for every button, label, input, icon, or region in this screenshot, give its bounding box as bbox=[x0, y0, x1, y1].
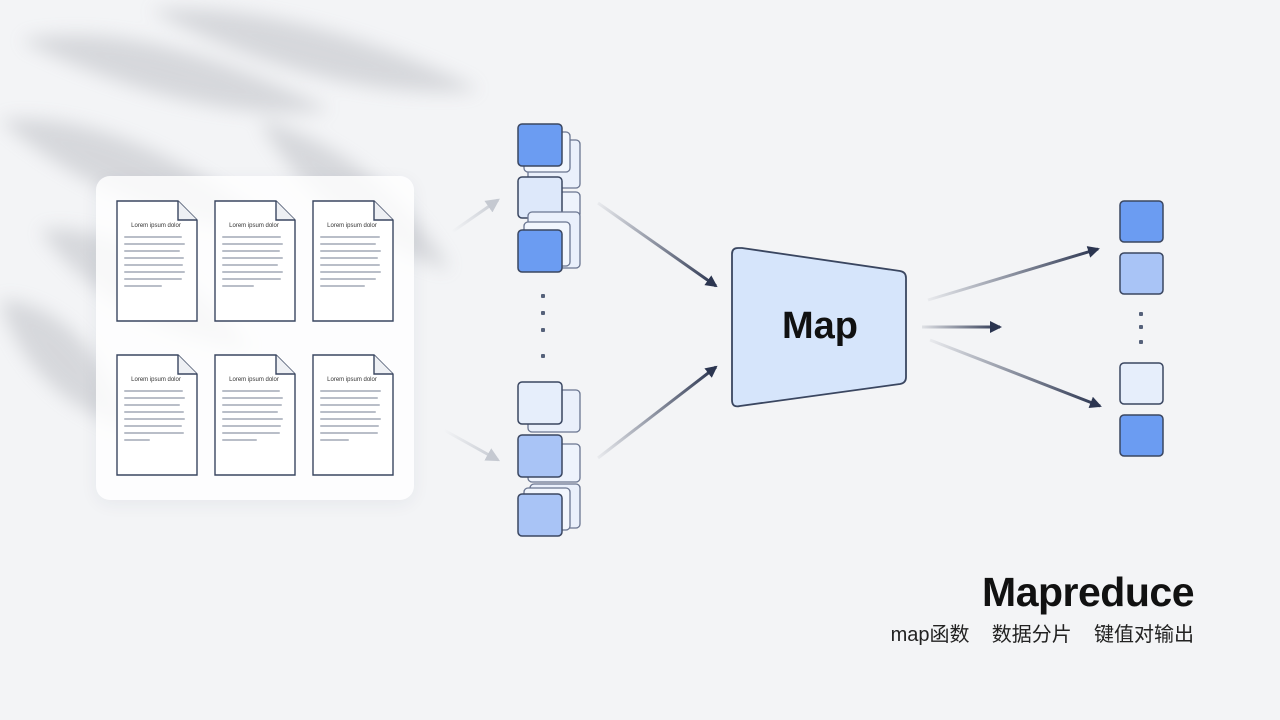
map-function-shape bbox=[731, 247, 907, 408]
document: Lorem ipsum dolor bbox=[116, 354, 198, 476]
split-arrow-top bbox=[451, 198, 500, 234]
data-block bbox=[517, 229, 563, 273]
output-block bbox=[1119, 200, 1164, 243]
arrow-to-map-bottom bbox=[597, 365, 718, 460]
document-heading: Lorem ipsum dolor bbox=[327, 377, 377, 383]
document: Lorem ipsum dolor bbox=[312, 354, 394, 476]
ellipsis-dots bbox=[1139, 312, 1143, 344]
split-stack-top bbox=[517, 123, 581, 273]
split-arrow-bottom bbox=[443, 428, 501, 462]
diagram-title: Mapreduce bbox=[982, 569, 1194, 615]
data-block bbox=[517, 434, 563, 478]
caption: Mapreduce map函数 数据分片 键值对输出 bbox=[890, 568, 1195, 648]
document: Lorem ipsum dolor bbox=[214, 354, 296, 476]
document-text-lines bbox=[222, 236, 286, 292]
document-heading: Lorem ipsum dolor bbox=[131, 377, 181, 383]
output-key-value-blocks bbox=[1119, 200, 1164, 457]
ellipsis-dots bbox=[541, 294, 545, 358]
document-heading: Lorem ipsum dolor bbox=[131, 223, 181, 229]
split-stack-bottom bbox=[517, 381, 581, 537]
document: Lorem ipsum dolor bbox=[312, 200, 394, 322]
document: Lorem ipsum dolor bbox=[214, 200, 296, 322]
document-heading: Lorem ipsum dolor bbox=[327, 223, 377, 229]
diagram-subtitle: map函数 数据分片 键值对输出 bbox=[890, 624, 1194, 646]
arrow-from-map-top bbox=[927, 246, 1100, 302]
data-block bbox=[517, 123, 563, 167]
output-block bbox=[1119, 252, 1164, 295]
document-icon bbox=[312, 354, 394, 476]
data-block bbox=[517, 493, 563, 537]
document-text-lines bbox=[320, 390, 384, 446]
document-heading: Lorem ipsum dolor bbox=[229, 223, 279, 229]
document-icon bbox=[312, 200, 394, 322]
document-text-lines bbox=[124, 390, 188, 446]
document-icon bbox=[214, 354, 296, 476]
output-block bbox=[1119, 414, 1164, 457]
document: Lorem ipsum dolor bbox=[116, 200, 198, 322]
document-text-lines bbox=[124, 236, 188, 292]
document-icon bbox=[116, 354, 198, 476]
map-label: Map bbox=[782, 305, 858, 347]
document-icon bbox=[214, 200, 296, 322]
output-block bbox=[1119, 362, 1164, 405]
arrow-to-map-top bbox=[597, 201, 718, 288]
document-text-lines bbox=[320, 236, 384, 292]
document-text-lines bbox=[222, 390, 286, 446]
arrow-from-map-bottom bbox=[929, 338, 1102, 408]
data-block bbox=[517, 381, 563, 425]
document-icon bbox=[116, 200, 198, 322]
document-heading: Lorem ipsum dolor bbox=[229, 377, 279, 383]
